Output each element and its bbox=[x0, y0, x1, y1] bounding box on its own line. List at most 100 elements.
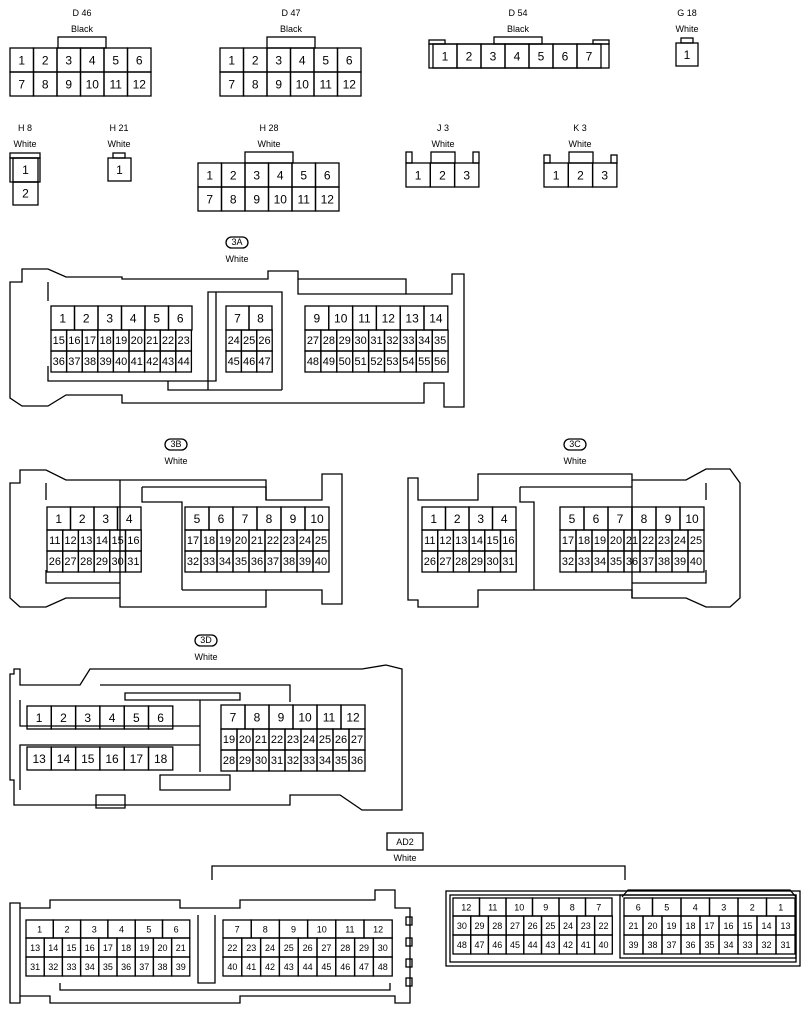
pin-number: 4 bbox=[119, 925, 124, 935]
pin-number: 11 bbox=[358, 312, 371, 326]
pin-number: 22 bbox=[642, 535, 654, 547]
connector-side-tab bbox=[472, 151, 480, 164]
pin-number: 2 bbox=[22, 187, 29, 201]
pin-number: 5 bbox=[569, 512, 576, 526]
pin-number: 47 bbox=[359, 962, 369, 972]
pin-number: 21 bbox=[626, 535, 638, 547]
pin-number: 25 bbox=[690, 535, 702, 547]
pin-number: 5 bbox=[146, 925, 151, 935]
pin-number: 34 bbox=[319, 755, 331, 767]
pin-number: 28 bbox=[223, 755, 235, 767]
connector-housing bbox=[407, 468, 741, 608]
pin-number: 17 bbox=[103, 943, 113, 953]
pin-number: 27 bbox=[351, 734, 363, 746]
connector-code-oval bbox=[563, 438, 587, 451]
pin-number: 33 bbox=[203, 556, 215, 568]
connector-color-label: White bbox=[13, 139, 36, 149]
pin-cell bbox=[314, 186, 340, 212]
pin-number: 1 bbox=[684, 48, 691, 62]
pin-number: 2 bbox=[83, 312, 90, 326]
pin-number: 19 bbox=[594, 535, 606, 547]
pin-number: 39 bbox=[674, 556, 686, 568]
pin-number: 2 bbox=[577, 169, 584, 183]
pin-number: 3 bbox=[102, 512, 109, 526]
connector-color-label: White bbox=[107, 139, 130, 149]
connector-code-label: 3A bbox=[231, 237, 242, 247]
pin-number: 48 bbox=[378, 962, 388, 972]
pin-number: 41 bbox=[581, 940, 591, 950]
pin-number: 26 bbox=[258, 335, 270, 347]
pin-number: 9 bbox=[290, 512, 297, 526]
pin-number: 36 bbox=[53, 356, 65, 368]
pin-number: 39 bbox=[99, 356, 111, 368]
pin-number: 1 bbox=[415, 169, 422, 183]
pin-number: 42 bbox=[563, 940, 573, 950]
pin-number: 28 bbox=[455, 556, 467, 568]
pin-number: 25 bbox=[319, 734, 331, 746]
connector-color-label: Black bbox=[280, 24, 303, 34]
connector-housing-inner bbox=[519, 480, 707, 598]
pin-number: 36 bbox=[121, 962, 131, 972]
pin-number: 4 bbox=[299, 54, 306, 68]
connector-housing bbox=[445, 890, 801, 967]
pin-number: 19 bbox=[139, 943, 149, 953]
connector-code-label: D 47 bbox=[281, 8, 300, 18]
connector-side-tab bbox=[405, 958, 413, 968]
pin-number: 24 bbox=[228, 335, 240, 347]
pin-cell bbox=[431, 350, 449, 373]
pin-number: 33 bbox=[578, 556, 590, 568]
pin-number: 36 bbox=[626, 556, 638, 568]
pin-number: 44 bbox=[528, 940, 538, 950]
connector-side-tab bbox=[405, 977, 413, 987]
connector-lock-tab bbox=[244, 151, 294, 164]
pin-number: 14 bbox=[761, 921, 771, 931]
connector-color-label: White bbox=[675, 24, 698, 34]
pin-number: 14 bbox=[57, 752, 71, 766]
pin-cell bbox=[147, 705, 174, 730]
pin-number: 10 bbox=[334, 312, 348, 326]
connector-code-label: 3D bbox=[200, 635, 212, 645]
pin-number: 28 bbox=[323, 335, 335, 347]
connector-color-label: White bbox=[568, 139, 591, 149]
pin-number: 1 bbox=[228, 54, 235, 68]
connector-housing bbox=[9, 664, 403, 811]
pin-number: 9 bbox=[278, 711, 285, 725]
connector-code-oval bbox=[194, 634, 218, 647]
pin-number: 7 bbox=[228, 78, 235, 92]
pin-number: 17 bbox=[562, 535, 574, 547]
pin-number: 38 bbox=[157, 962, 167, 972]
pin-cell bbox=[775, 934, 796, 955]
pin-number: 37 bbox=[68, 356, 80, 368]
pin-number: 16 bbox=[502, 535, 514, 547]
pin-number: 26 bbox=[303, 943, 313, 953]
pin-number: 9 bbox=[291, 925, 296, 935]
pin-number: 9 bbox=[275, 78, 282, 92]
pin-number: 29 bbox=[359, 943, 369, 953]
pin-cell bbox=[256, 350, 273, 373]
connector-code-label: H 28 bbox=[259, 123, 278, 133]
pin-number: 7 bbox=[242, 512, 249, 526]
pin-number: 36 bbox=[251, 556, 263, 568]
pin-number: 15 bbox=[66, 943, 76, 953]
pin-number: 3 bbox=[463, 169, 470, 183]
pin-number: 23 bbox=[287, 734, 299, 746]
pin-number: 40 bbox=[598, 940, 608, 950]
pin-number: 35 bbox=[103, 962, 113, 972]
pin-number: 12 bbox=[346, 711, 360, 725]
pin-number: 16 bbox=[127, 535, 139, 547]
pin-number: 38 bbox=[658, 556, 670, 568]
pin-number: 30 bbox=[112, 556, 124, 568]
connector-housing-inner bbox=[621, 889, 797, 898]
pin-number: 35 bbox=[704, 940, 714, 950]
connector-code-oval bbox=[225, 236, 249, 249]
pin-number: 19 bbox=[219, 535, 231, 547]
pin-number: 16 bbox=[723, 921, 733, 931]
pin-number: 6 bbox=[174, 925, 179, 935]
